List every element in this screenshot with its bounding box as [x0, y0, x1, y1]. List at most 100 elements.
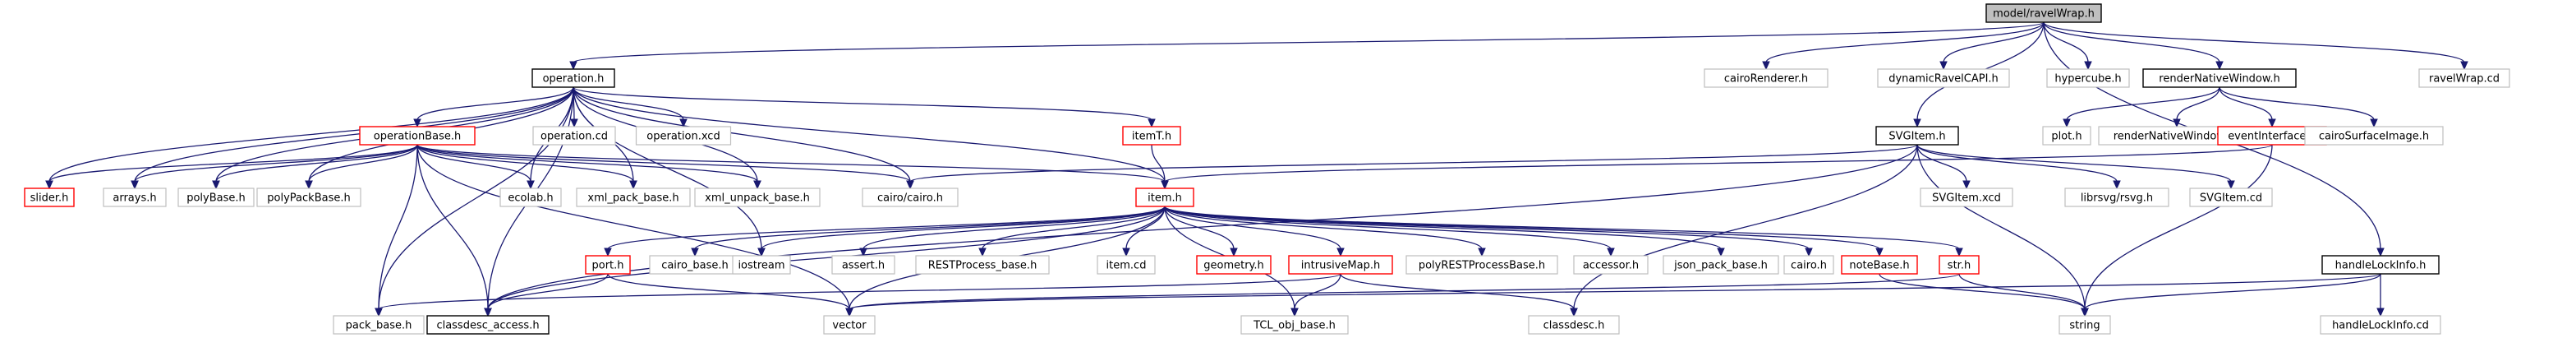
node-port-h[interactable]: port.h	[585, 255, 631, 275]
node-handlelockinfo-h[interactable]: handleLockInfo.h	[2321, 255, 2440, 275]
node-pack-base-h[interactable]: pack_base.h	[333, 315, 425, 335]
node-svgitem-xcd[interactable]: SVGItem.xcd	[1920, 188, 2013, 207]
node-restprocess-base-h[interactable]: RESTProcess_base.h	[915, 255, 1050, 275]
node-str-h[interactable]: str.h	[1939, 255, 1980, 275]
node-label: xml_pack_base.h	[587, 192, 678, 205]
node-cairo-base-h[interactable]: cairo_base.h	[649, 255, 741, 275]
edge-ravelwrap-h-to-dynamicravelcapi-h	[1943, 21, 2045, 63]
node-slider-h[interactable]: slider.h	[24, 188, 75, 207]
edge-operationbase-h-to-pack-base-h	[378, 144, 418, 310]
node-item-h[interactable]: item.h	[1135, 188, 1194, 207]
node-polyrestprocessbase-h[interactable]: polyRESTProcessBase.h	[1405, 255, 1558, 275]
node-operation-xcd[interactable]: operation.xcd	[635, 126, 732, 146]
node-vector[interactable]: vector	[823, 315, 876, 335]
node-label: classdesc.h	[1543, 320, 1605, 332]
edge-operationbase-h-to-classdesc-access-h	[416, 144, 489, 310]
node-box	[531, 68, 615, 88]
node-cairosurfaceimage-h[interactable]: cairoSurfaceImage.h	[2304, 126, 2444, 146]
node-geometry-h[interactable]: geometry.h	[1196, 255, 1272, 275]
node-arrays-h[interactable]: arrays.h	[103, 188, 167, 207]
node-label: SVGItem.xcd	[1932, 192, 2001, 205]
node-rendernativewindow-h[interactable]: renderNativeWindow.h	[2142, 68, 2297, 88]
edge-arrowhead	[2084, 61, 2092, 71]
node-box	[1196, 255, 1272, 275]
edge-operationbase-h-to-item-h	[416, 144, 1166, 183]
node-box	[1288, 255, 1393, 275]
node-json-pack-base-h[interactable]: json_pack_base.h	[1663, 255, 1779, 275]
node-model-ravelwrap-h[interactable]: model/ravelWrap.h	[1985, 3, 2102, 23]
node-box	[499, 188, 562, 207]
node-itemt-h[interactable]: itemT.h	[1122, 126, 1181, 146]
node-string[interactable]: string	[2058, 315, 2111, 335]
node-plot-h[interactable]: plot.h	[2042, 126, 2091, 146]
node-label: TCL_obj_base.h	[1253, 320, 1336, 332]
node-hypercube-h[interactable]: hypercube.h	[2046, 68, 2130, 88]
node-xml-unpack-base-h[interactable]: xml_unpack_base.h	[694, 188, 821, 207]
edge-str-h-to-vector	[849, 273, 1960, 310]
node-label: renderNativeWindow.h	[2159, 73, 2279, 86]
node-polypackbase-h[interactable]: polyPackBase.h	[256, 188, 361, 207]
node-cairo-h[interactable]: cairo.h	[1783, 255, 1834, 275]
edge-arrowhead	[1478, 248, 1486, 257]
edge-eventinterface-h-to-item-h	[1164, 144, 2273, 183]
node-assert-h[interactable]: assert.h	[831, 255, 895, 275]
node-dynamicravelcapi-h[interactable]: dynamicRavelCAPI.h	[1877, 68, 2010, 88]
node-operation-cd[interactable]: operation.cd	[532, 126, 616, 146]
node-label: assert.h	[842, 260, 885, 272]
edge-arrowhead	[2460, 61, 2468, 71]
node-notebase-h[interactable]: noteBase.h	[1841, 255, 1918, 275]
node-ecolab-h[interactable]: ecolab.h	[499, 188, 562, 207]
node-accessor-h[interactable]: accessor.h	[1573, 255, 1649, 275]
node-label: plot.h	[2051, 131, 2082, 143]
edge-handlelockinfo-h-to-string	[2084, 273, 2381, 310]
edge-str-h-to-string	[1958, 273, 2086, 310]
edge-arrowhead	[2268, 118, 2276, 128]
node-handlelockinfo-cd[interactable]: handleLockInfo.cd	[2320, 315, 2441, 335]
edge-arrowhead	[1805, 248, 1813, 257]
node-box	[532, 126, 616, 146]
node-ravelwrap-cd[interactable]: ravelWrap.cd	[2418, 68, 2510, 88]
node-iostream[interactable]: iostream	[732, 255, 791, 275]
node-xml-pack-base-h[interactable]: xml_pack_base.h	[576, 188, 691, 207]
node-operationbase-h[interactable]: operationBase.h	[359, 126, 476, 146]
node-intrusivemap-h[interactable]: intrusiveMap.h	[1288, 255, 1393, 275]
edge-arrowhead	[131, 180, 139, 190]
node-rendernativewindow-cd[interactable]: renderNativeWindow.cd	[2098, 126, 2256, 146]
node-operation-h[interactable]: operation.h	[531, 68, 615, 88]
edge-svgitem-h-to-librsvg-rsvg-h	[1916, 144, 2118, 183]
edge-operation-h-to-item-h	[573, 86, 1166, 183]
node-box	[585, 255, 631, 275]
edge-arrowhead	[1290, 308, 1299, 317]
edge-ravelwrap-h-to-hypercube-h	[2043, 21, 2089, 63]
node-cairo-cairo-h[interactable]: cairo/cairo.h	[862, 188, 959, 207]
node-box	[24, 188, 75, 207]
node-svgitem-h[interactable]: SVGItem.h	[1875, 126, 1959, 146]
node-polybase-h[interactable]: polyBase.h	[177, 188, 255, 207]
node-librsvg-rsvg-h[interactable]: librsvg/rsvg.h	[2064, 188, 2169, 207]
node-box	[177, 188, 255, 207]
node-svgitem-cd[interactable]: SVGItem.cd	[2189, 188, 2273, 207]
node-label: operation.cd	[540, 131, 608, 143]
node-label: accessor.h	[1583, 260, 1639, 272]
edge-arrowhead	[570, 118, 578, 128]
node-item-cd[interactable]: item.cd	[1097, 255, 1156, 275]
edge-operation-h-to-cairo-cairo-h	[573, 86, 911, 183]
edge-ravelwrap-h-to-ravelwrap-cd	[2043, 21, 2465, 63]
node-box	[1877, 68, 2010, 88]
edge-item-h-to-polyrestprocessbase-h	[1164, 206, 1483, 250]
edge-arrowhead	[757, 248, 766, 257]
node-tcl-obj-base-h[interactable]: TCL_obj_base.h	[1240, 315, 1349, 335]
edge-arrowhead	[527, 180, 535, 190]
node-cairorenderer-h[interactable]: cairoRenderer.h	[1704, 68, 1828, 88]
node-classdesc-h[interactable]: classdesc.h	[1528, 315, 1620, 335]
node-box	[1704, 68, 1828, 88]
node-label: slider.h	[30, 192, 69, 205]
node-box	[1783, 255, 1834, 275]
edge-intrusivemap-h-to-tcl-obj-base-h	[1294, 273, 1341, 310]
edge-arrowhead	[2227, 180, 2235, 190]
node-eventinterface-h[interactable]: eventInterface.h	[2217, 126, 2327, 146]
edge-arrowhead	[2370, 118, 2378, 128]
edge-handlelockinfo-h-to-vector	[849, 273, 2381, 310]
edge-arrowhead	[1230, 248, 1238, 257]
node-classdesc-access-h[interactable]: classdesc_access.h	[426, 315, 550, 335]
